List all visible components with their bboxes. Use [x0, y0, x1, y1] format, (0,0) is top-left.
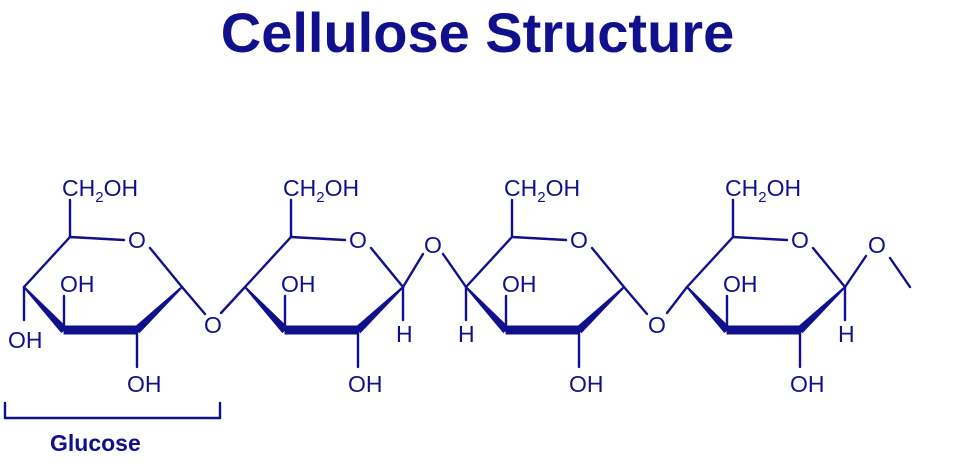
unit-4-c2-hydroxyl: OH [790, 371, 825, 397]
link-2-bond-a [401, 252, 425, 289]
unit-4-bond-c5-o [731, 235, 789, 242]
link-3-bond-a [622, 285, 649, 316]
unit-4-bond-o-c1 [811, 246, 847, 289]
link-2-bond-b [441, 252, 468, 289]
unit-4-c3-hydroxyl: OH [723, 271, 758, 297]
link-3-oxygen: O [648, 312, 666, 338]
glucose-bracket-label: Glucose [50, 430, 141, 456]
unit-2-bond-c3-c2 [284, 325, 359, 335]
link-1-oxygen: O [204, 312, 222, 338]
unit-4-bond-c1-o [843, 254, 868, 289]
end-oxygen: O [868, 232, 886, 258]
end-methyl-bond [888, 256, 912, 289]
unit-1-bond-c3-c2 [63, 325, 138, 335]
unit-2-ring-oxygen: O [349, 227, 367, 253]
link-3-bond-b [665, 285, 689, 315]
unit-2-bond-o-c1 [369, 246, 405, 289]
unit-3-c3-hydroxyl: OH [502, 271, 537, 297]
unit-1-c4-hydroxyl: OH [8, 327, 43, 353]
link-1-bond-a [180, 285, 207, 316]
unit-2-ch2oh-label: CH2OH [283, 175, 359, 206]
link-1-bond-b [219, 285, 247, 315]
unit-3-bond-c5-o [510, 235, 568, 242]
unit-3-bond-c5-c4 [464, 235, 514, 289]
unit-1-bond-c5-o [68, 235, 126, 242]
unit-2-c1-hydrogen: H [396, 321, 413, 347]
unit-2-c3-hydroxyl: OH [281, 271, 316, 297]
unit-1-ch2oh-label: CH2OH [62, 175, 138, 206]
unit-1-ring-oxygen: O [128, 227, 146, 253]
unit-3-ring-oxygen: O [570, 227, 588, 253]
unit-3-bond-o-c1 [590, 246, 626, 289]
unit-1-bond-o-c1 [148, 246, 184, 289]
unit-3-bond-c2-c1 [576, 286, 625, 334]
unit-4-ch2oh-label: CH2OH [725, 175, 801, 206]
unit-4-c1-hydrogen: H [838, 321, 855, 347]
unit-1-bond-c5-c4 [22, 235, 72, 289]
unit-3-c2-hydroxyl: OH [569, 371, 604, 397]
unit-4-ring-oxygen: O [791, 227, 809, 253]
unit-2-bond-c5-c4 [243, 235, 293, 289]
unit-4-bond-c5-c4 [685, 235, 735, 289]
diagram-title: Cellulose Structure [220, 1, 735, 64]
unit-2-bond-c5-o [289, 235, 347, 242]
unit-3-ch2oh-label: CH2OH [504, 175, 580, 206]
unit-1-c3-hydroxyl: OH [60, 271, 95, 297]
unit-1-bond-c2-c1 [134, 286, 183, 334]
unit-3-c4-hydrogen: H [458, 321, 475, 347]
unit-4-bond-c3-c2 [726, 325, 801, 335]
unit-2-c2-hydroxyl: OH [348, 371, 383, 397]
unit-1-c2-hydroxyl: OH [127, 371, 162, 397]
unit-3-bond-c3-c2 [505, 325, 580, 335]
link-2-oxygen: O [424, 232, 442, 258]
